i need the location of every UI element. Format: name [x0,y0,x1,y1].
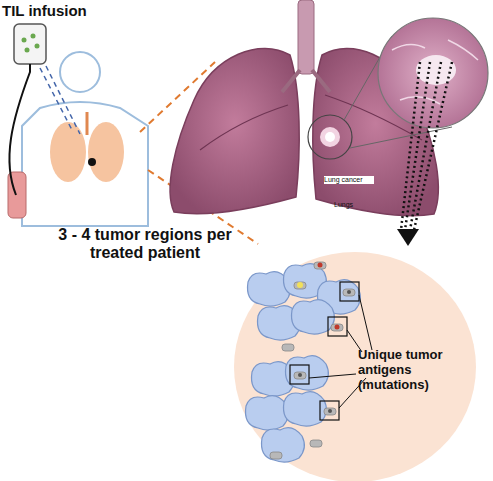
mutation-dot [297,282,303,288]
iv-bag [9,24,80,195]
receptor [270,452,282,459]
leader-line [347,330,362,352]
leader-line [359,295,372,350]
mutation-dot [347,290,351,294]
bag [14,24,46,64]
iv-tube [9,64,30,195]
tumor-cell [286,356,329,391]
highlight-box [340,282,359,301]
zoom-ring [308,115,352,159]
highlight-box [290,365,309,384]
highlight-box [320,401,339,420]
dotted-line [414,62,452,230]
sample-region: Unique tumor antigens (mutations) [234,252,476,481]
callout-text: Unique tumor antigens (mutations) [358,348,474,393]
dotted-line [401,62,420,230]
tumor-cell [284,392,327,427]
tumor-cell [284,264,327,299]
mutation-dot [298,373,302,377]
tumor-core [325,132,335,142]
receptor [294,282,306,289]
receptor [310,440,322,447]
dashed-line [40,68,72,130]
region-note: 3 - 4 tumor regions per treated patient [40,226,250,263]
leader-line [339,378,366,408]
receptor [282,344,294,351]
tumor-cell [262,428,305,463]
highlight-boxes [290,282,359,420]
cell-dot [22,38,27,43]
cell-dot [31,34,36,39]
dashed-line [46,66,80,134]
zoom-line [350,127,452,148]
receptor [343,289,355,296]
receptor [331,324,343,331]
small-lung [50,122,86,182]
receptor [294,372,306,379]
trachea [298,0,314,74]
tumor-cell [248,272,291,307]
tumor-mass [416,55,456,85]
receptor [314,262,326,269]
fissure [200,105,288,150]
tumor-cell [292,300,335,335]
patient-figure [8,52,148,226]
dotted-line [410,62,441,230]
organ-label: Lungs [334,201,374,209]
left-lung [170,49,299,214]
bronchi [282,70,330,92]
receptors [270,262,355,459]
small-lung [88,122,124,182]
leader-lines [309,295,372,408]
tumor-cell [246,396,289,431]
mutation-dot [318,263,323,268]
cell-dot [25,48,30,53]
tissue-strand [392,40,478,104]
mutation-dot [335,325,340,330]
small-trachea [86,112,89,135]
cell-dot [35,44,40,49]
receptor [324,408,336,415]
tumor-cell [252,362,295,397]
torso-outline [22,102,148,226]
highlight-box [328,317,347,336]
sampling-lines [401,62,452,230]
region-outline [234,252,476,481]
mutation-dot [328,409,332,413]
bag-label: TIL infusion [2,2,142,19]
tumor-label: Lung cancer [324,176,374,184]
tumor-dot [88,158,96,166]
tumor-cells [246,264,361,463]
arrow-head [397,229,419,246]
tumor-cell [258,306,301,341]
head-outline [60,52,100,92]
leader-line [309,374,356,378]
tumor [320,127,340,147]
tumor-cell [318,280,361,315]
mutation-dots [297,263,351,414]
region-circle [234,252,476,481]
